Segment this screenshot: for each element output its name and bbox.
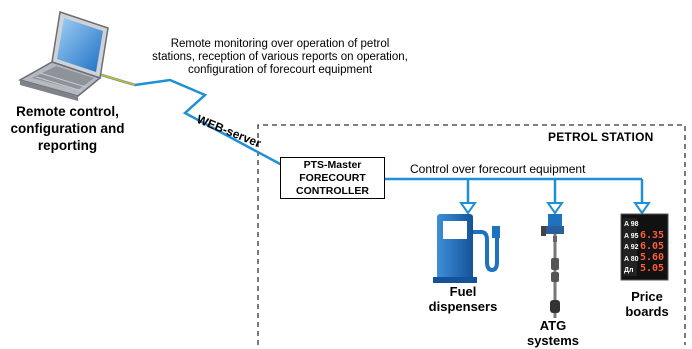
grade-5: Дл: [624, 267, 634, 274]
price-2: 6.05: [640, 241, 665, 252]
controller-line-3: CONTROLLER: [296, 185, 369, 197]
price-board-icon: [620, 213, 669, 281]
price-1: 6.35: [640, 230, 665, 241]
laptop-icon: [18, 11, 109, 101]
forecourt-controller-box: PTS-Master FORECOURT CONTROLLER: [280, 157, 385, 199]
price-4: 5.05: [640, 263, 665, 274]
fuel-pump-icon: [433, 214, 500, 283]
fuel-dispensers-label: Fuel dispensers: [428, 284, 498, 314]
control-bus: [385, 177, 644, 203]
atg-probe-icon: [541, 214, 564, 318]
control-over-label: Control over forecourt equipment: [410, 162, 586, 176]
petrol-station-title: PETROL STATION: [548, 130, 654, 144]
remote-monitoring-text: Remote monitoring over operation of petr…: [152, 38, 408, 76]
petrol-station-boundary: [257, 124, 686, 345]
controller-line-2: FORECOURT: [299, 172, 366, 184]
atg-systems-label: ATG systems: [526, 318, 580, 348]
controller-line-1: PTS-Master: [303, 159, 362, 171]
price-3: 5.60: [640, 252, 665, 263]
laptop-label: Remote control, configuration and report…: [10, 104, 125, 153]
bus-arrowheads: [459, 202, 651, 215]
grade-1: A 98: [624, 221, 639, 228]
grade-2: A 95: [624, 233, 639, 240]
price-boards-label: Price boards: [625, 289, 669, 319]
grade-4: A 80: [624, 256, 639, 263]
grade-3: A 92: [624, 244, 639, 251]
